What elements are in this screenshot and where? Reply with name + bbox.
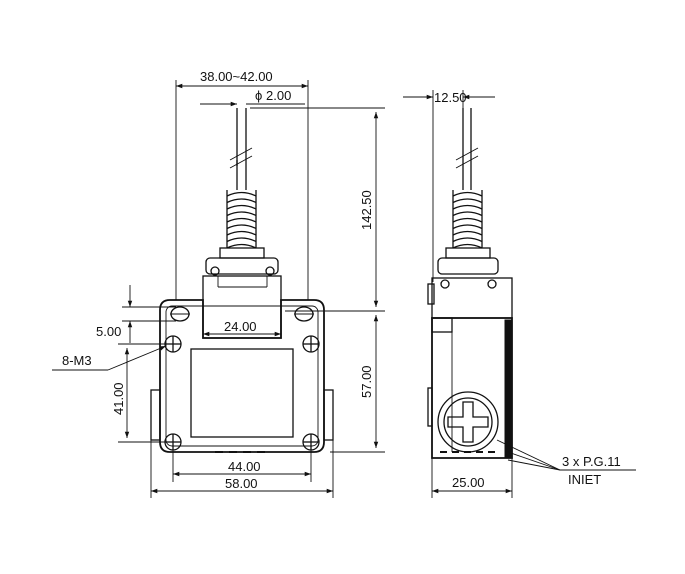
spring-coil [226, 217, 257, 223]
conduit-entry [437, 391, 499, 453]
spring-coil [226, 224, 257, 230]
spring-coil [226, 198, 257, 204]
dim-body-depth: 25.00 [452, 475, 485, 490]
spring-base-nut [205, 247, 279, 276]
dim-diameter-symbol: ϕ [255, 88, 262, 103]
screw-bottom-left [164, 433, 182, 451]
spring-coil [452, 230, 483, 236]
note-inlet: INIET [568, 472, 601, 487]
spring-coil [452, 211, 483, 217]
spring-coil [452, 191, 483, 197]
side-head [431, 277, 513, 319]
spring-coil [226, 204, 257, 210]
spring-coil [226, 230, 257, 236]
dim-lever-length: 142.50 [359, 190, 374, 230]
side-cover-edge [504, 319, 513, 459]
spring-coil [226, 191, 257, 197]
screw-bottom-right [302, 433, 320, 451]
top-mount-hole-right [294, 306, 314, 322]
spring-coil [452, 217, 483, 223]
dim-mount-holes: 8-M3 [62, 353, 92, 368]
coil-spring [226, 190, 257, 249]
side-body [431, 317, 513, 459]
dim-vertical-pitch: 41.00 [111, 382, 126, 415]
dim-side-lever-offset: 12.50 [434, 90, 467, 105]
dim-head-width: 24.00 [224, 319, 257, 334]
dim-body-width: 58.00 [225, 476, 258, 491]
side-dimensions: 12.50 25.00 3 x P.G.11 INIET [403, 90, 636, 498]
dim-hole-offset: 5.00 [96, 324, 121, 339]
spring-coil [452, 243, 483, 249]
switch-body [150, 299, 334, 453]
side-view [427, 108, 513, 459]
spring-coil [226, 243, 257, 249]
spring-coil [226, 237, 257, 243]
lever-wire [229, 108, 253, 190]
dim-body-height: 57.00 [359, 365, 374, 398]
spring-coil [452, 198, 483, 204]
spring-coil [452, 237, 483, 243]
spring-coil [452, 204, 483, 210]
dim-horizontal-pitch: 44.00 [228, 459, 261, 474]
front-dimensions: 38.00~42.00 ϕ 2.00 142.50 57.00 24.00 5.… [52, 69, 385, 498]
dim-lever-width: 38.00~42.00 [200, 69, 273, 84]
screw-top-left [164, 335, 182, 353]
top-mount-hole-left [170, 306, 190, 322]
side-coil-spring [452, 190, 483, 249]
spring-coil [226, 211, 257, 217]
front-view [150, 108, 334, 453]
note-conduit: 3 x P.G.11 [562, 454, 621, 469]
dim-lever-diameter: 2.00 [266, 88, 291, 103]
spring-coil [452, 224, 483, 230]
screw-top-right [302, 335, 320, 353]
